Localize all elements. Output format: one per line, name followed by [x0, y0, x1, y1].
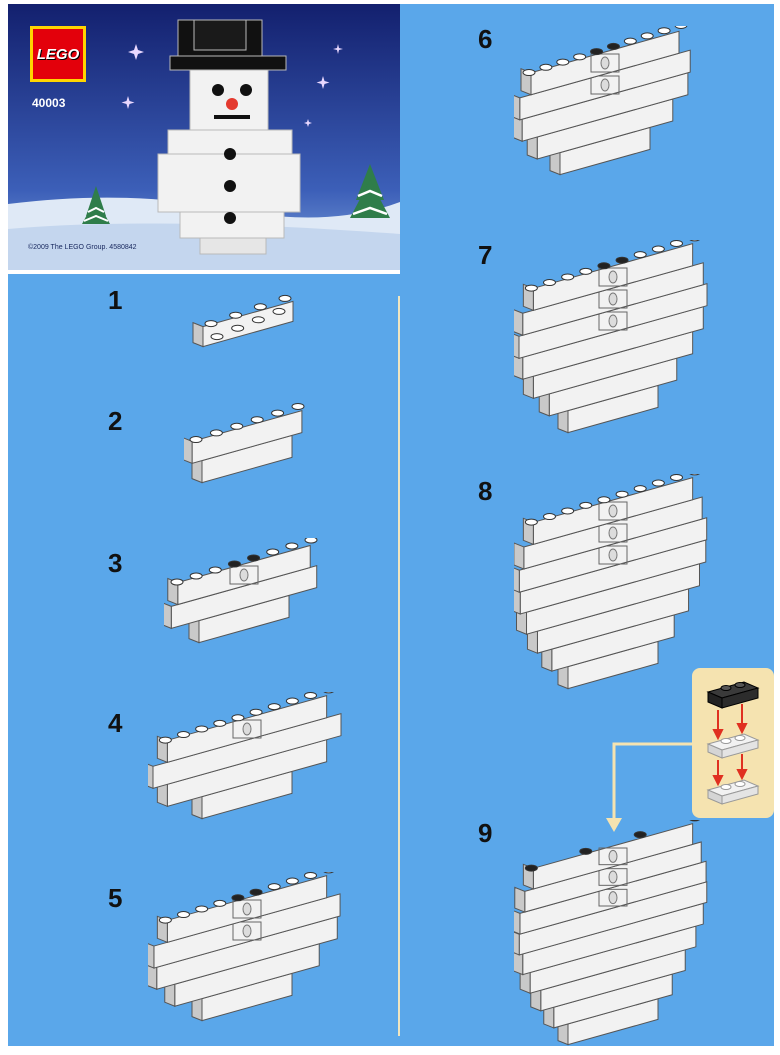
step-4-illustration [148, 692, 346, 840]
dark-plate [708, 682, 758, 708]
step-number-8: 8 [478, 476, 492, 507]
step-5-illustration [148, 872, 346, 1038]
step-6-illustration [514, 26, 696, 216]
red-arrow-icon [714, 754, 746, 784]
step-2-illustration [184, 400, 310, 492]
step-number-7: 7 [478, 240, 492, 271]
step-number-2: 2 [108, 406, 122, 437]
step-9-illustration [514, 820, 712, 1046]
white-plate-1 [708, 734, 758, 758]
step-3-illustration [164, 538, 324, 654]
step-number-5: 5 [108, 883, 122, 914]
sub-assembly-callout [692, 668, 774, 818]
column-divider [398, 296, 400, 1036]
step-1-illustration [190, 288, 306, 360]
set-number: 40003 [32, 96, 65, 110]
step-number-4: 4 [108, 708, 122, 739]
step-number-3: 3 [108, 548, 122, 579]
step-number-9: 9 [478, 818, 492, 849]
white-plate-2 [708, 780, 758, 804]
lego-logo: LEGO [30, 26, 86, 82]
step-7-illustration [514, 240, 712, 436]
step-8-illustration [514, 474, 712, 690]
box-art: LEGO 40003 ©2009 The LEGO Group. 4580842 [8, 4, 400, 270]
step-number-6: 6 [478, 24, 492, 55]
copyright-text: ©2009 The LEGO Group. 4580842 [28, 244, 137, 251]
callout-connector-arrow [600, 740, 696, 836]
step-number-1: 1 [108, 285, 122, 316]
red-arrow-icon [714, 704, 746, 738]
